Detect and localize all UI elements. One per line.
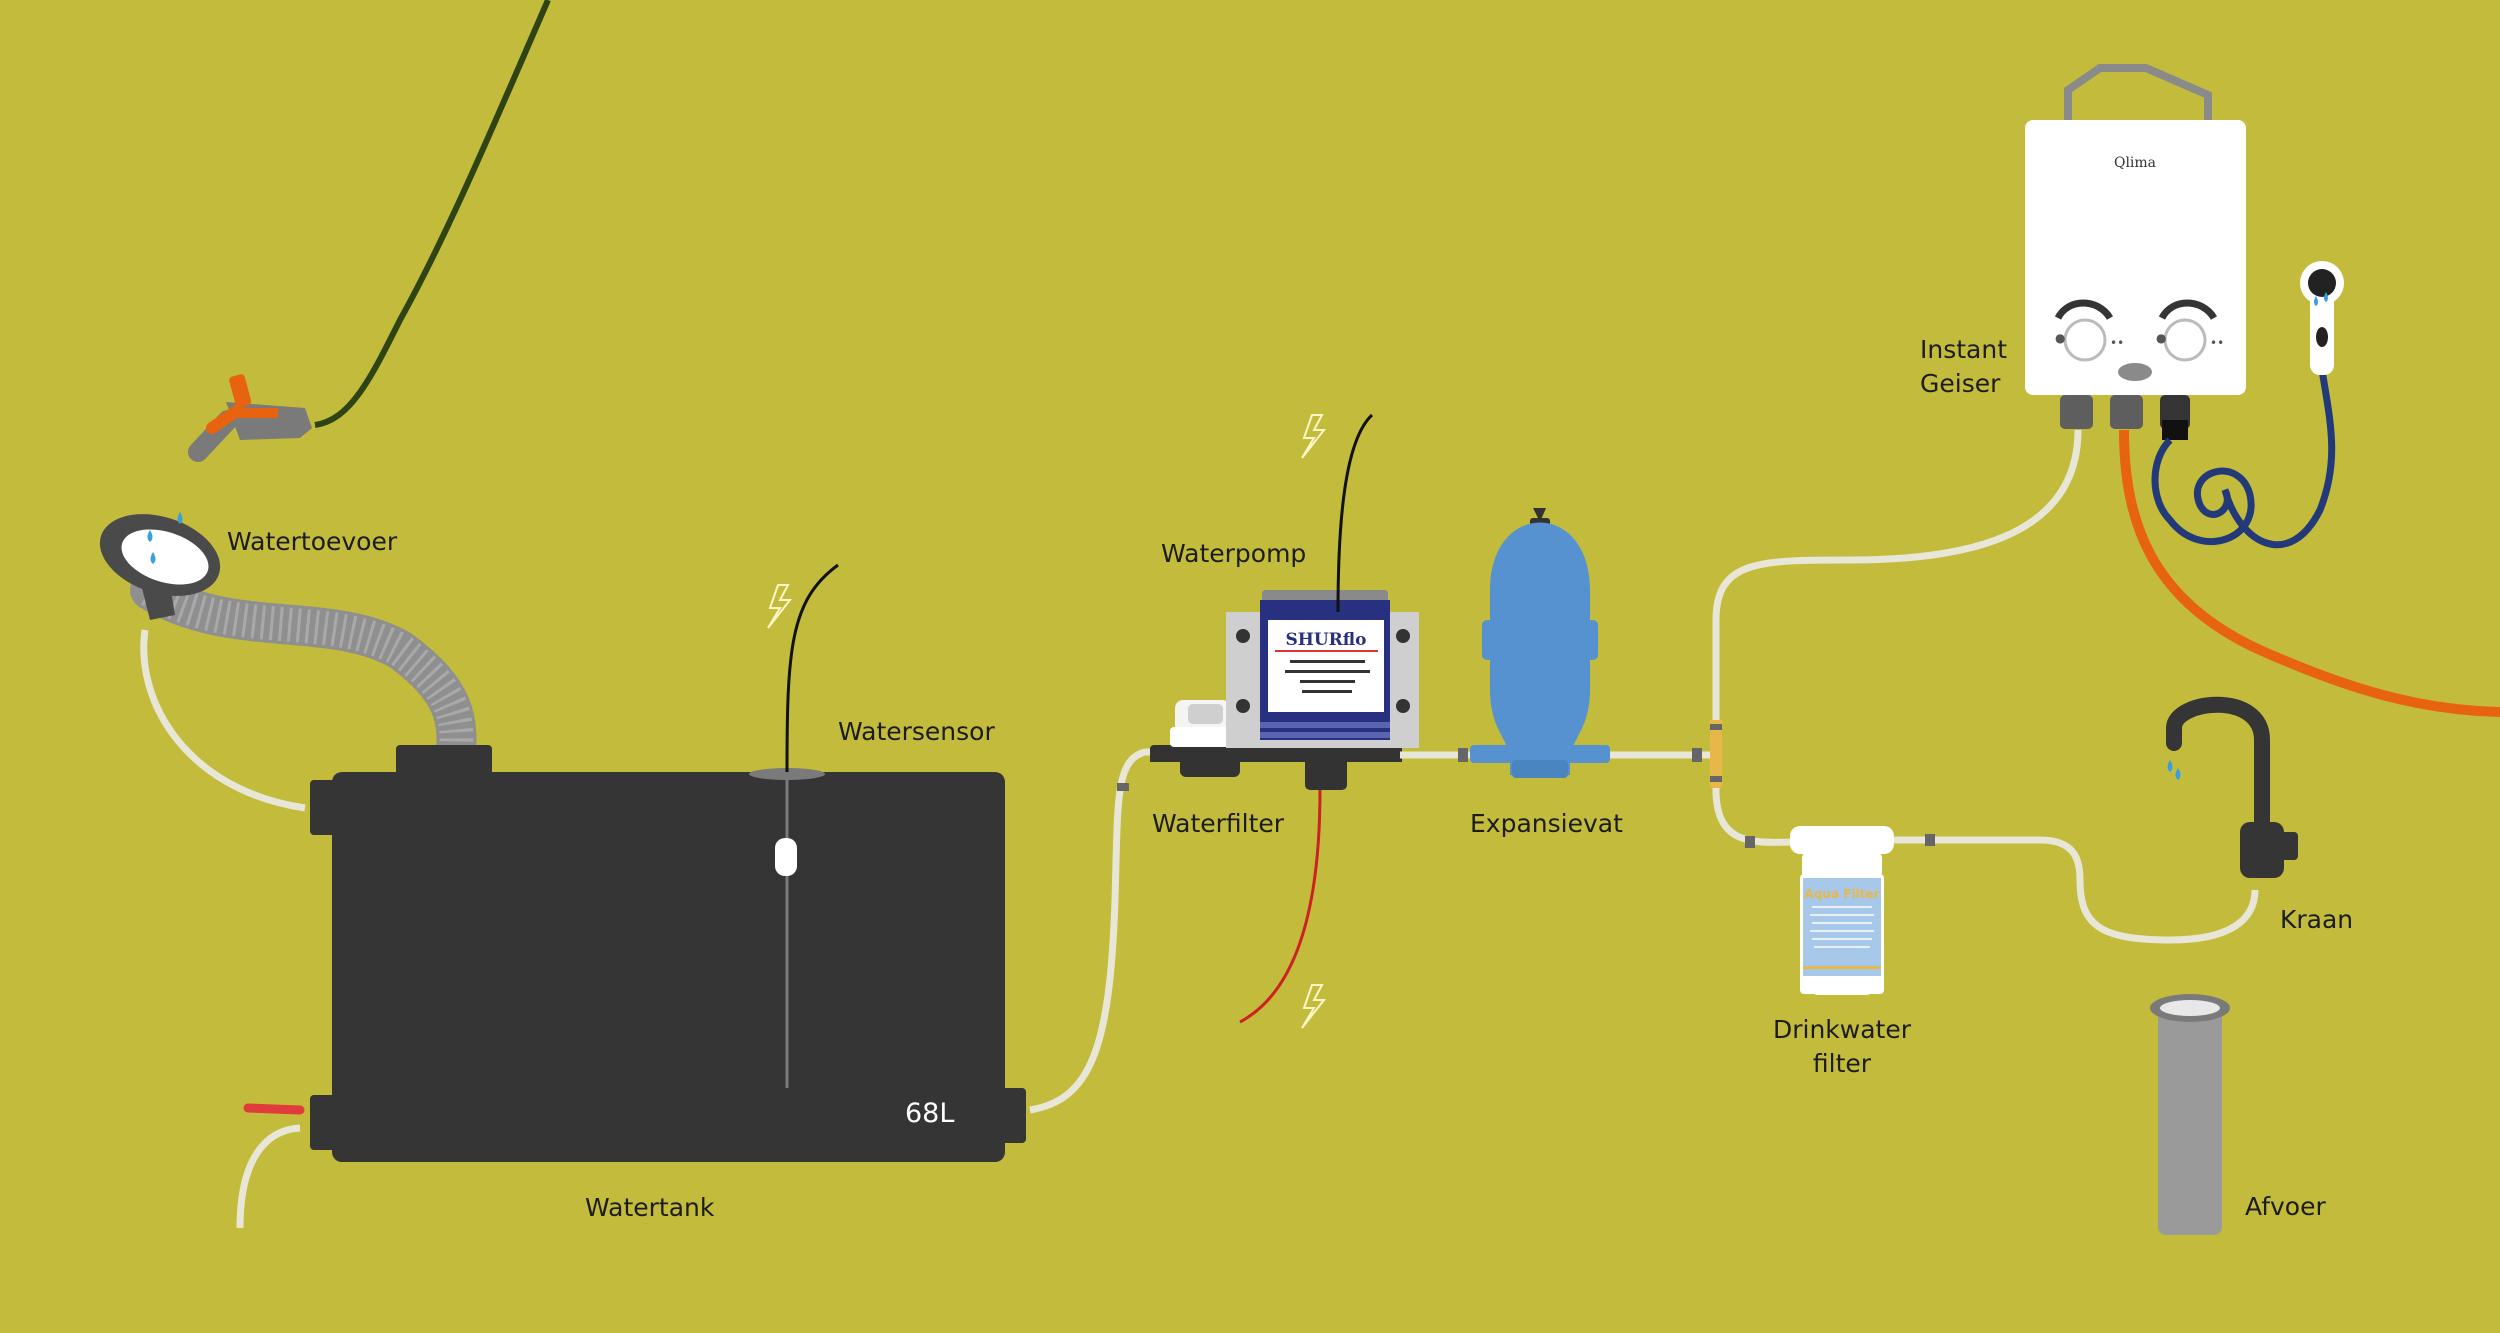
- garden-hose: [314, 0, 551, 428]
- label-geyser-line1: Instant: [1920, 335, 2007, 364]
- faucet-icon: [2166, 696, 2298, 878]
- label-water-tank: Watertank: [585, 1193, 715, 1222]
- label-water-inlet: Watertoevoer: [227, 527, 398, 556]
- lightning-icon: [767, 584, 793, 629]
- svg-text:••: ••: [2210, 336, 2224, 350]
- lightning-icon: [1301, 414, 1327, 459]
- tank-capacity: 68L: [905, 1098, 954, 1129]
- shower-hose: [2151, 369, 2336, 549]
- pump-power-wire: [1336, 413, 1374, 613]
- label-water-filter: Waterfilter: [1152, 809, 1285, 838]
- tank-drain-valve: [243, 1103, 305, 1115]
- instant-geyser: Qlima ● •• ● ••: [2025, 64, 2246, 440]
- water-drop-icon: [147, 512, 183, 564]
- shower-head-icon: [2300, 261, 2344, 375]
- tee-to-drink-filter-pipe: [1712, 755, 1801, 846]
- pump-brand: SHURflo: [1286, 630, 1367, 650]
- drain-pipe: [2150, 994, 2230, 1235]
- svg-text:●: ●: [2156, 331, 2166, 345]
- drinking-water-filter: Aqua Filter: [1790, 826, 1894, 995]
- expansion-vessel: [1470, 508, 1610, 778]
- lightning-icon: [1301, 984, 1327, 1029]
- tee-fitting: [1710, 720, 1722, 788]
- label-drink-filter-line1: Drinkwater: [1773, 1015, 1912, 1044]
- label-drink-filter-line2: filter: [1813, 1049, 1872, 1078]
- hot-water-pipe: [2119, 429, 2500, 717]
- label-tap: Kraan: [2280, 905, 2353, 934]
- cold-to-geyser-pipe: [1712, 429, 2082, 755]
- tank-to-filter-pipe: [1029, 748, 1180, 1114]
- svg-text:••: ••: [2110, 336, 2124, 350]
- label-water-pump: Waterpomp: [1161, 539, 1306, 568]
- drink-filter-to-tap-pipe: [1880, 836, 2259, 944]
- water-inlet-funnel: [99, 514, 221, 620]
- inlet-corrugated-hose: [130, 570, 477, 780]
- tank-drain-pipe: [236, 1124, 301, 1229]
- sensor-cable: [785, 563, 839, 773]
- inlet-overflow-pipe: [140, 629, 306, 812]
- water-pump: SHURflo: [1150, 590, 1419, 790]
- label-expansion-vessel: Expansievat: [1470, 809, 1623, 838]
- water-tank: 68L: [310, 745, 1026, 1162]
- drink-filter-brand: Aqua Filter: [1805, 887, 1880, 901]
- pump-ground-wire: [1239, 789, 1322, 1024]
- label-geyser-line2: Geiser: [1920, 369, 2001, 398]
- label-water-sensor: Watersensor: [838, 717, 995, 746]
- svg-text:●: ●: [2055, 331, 2065, 345]
- geyser-brand: Qlima: [2114, 155, 2156, 171]
- spray-nozzle-icon: [188, 374, 312, 462]
- label-drain: Afvoer: [2245, 1192, 2326, 1221]
